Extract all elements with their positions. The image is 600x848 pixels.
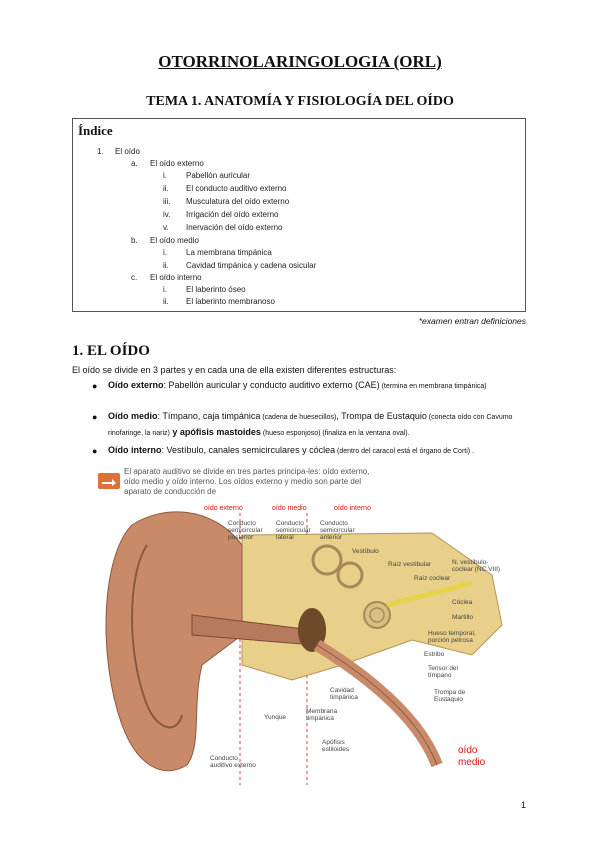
index-item: El oído externo [150,159,204,168]
label-vestibulo: Vestíbulo [352,548,379,555]
label-apofisis: Apófisis estiloides [322,739,350,753]
figure-caption: El aparato auditivo se divide en tres pa… [124,467,370,496]
bullet-label: Oído medio [108,411,158,421]
index-item: Musculatura del oído externo [186,197,290,206]
section-title: 1. EL OÍDO [72,343,150,359]
region-label: oído interno [334,505,371,512]
index-box: Índice 1. El oído a. El oído externo i. … [72,118,526,312]
index-num: i. [163,171,167,180]
bullet-oido-externo: Oído externo: Pabellón auricular y condu… [108,378,538,394]
index-num: ii. [163,297,169,306]
index-item: El oído interno [150,273,202,282]
label-conducto-auditivo: Conducto auditivo externo [210,755,256,769]
bullet-note: (dentro del caracol está el órgano de Co… [335,448,474,455]
label-conducto-posterior: Conducto semicircular posterior [228,520,263,541]
bullet-text: : Pabellón auricular y conducto auditivo… [163,380,380,390]
label-hueso-temporal: Hueso temporal, porción petrosa [428,630,476,644]
index-title: Índice [78,123,113,138]
bullet-note: (hueso esponjoso) (finaliza en la ventan… [260,430,410,437]
index-num: a. [131,159,138,168]
label-cavidad: Cavidad timpánica [330,687,358,701]
bullet-dot: ● [92,412,98,422]
label-oido-medio-red: oído medio [458,745,486,768]
bullet-text: , Trompa de Eustaquio [336,411,427,421]
label-coclea: Cóclea [452,599,473,606]
label-trompa: Trompa de Eustaquio [434,689,466,703]
index-item: La membrana timpánica [186,248,272,257]
bullet-note: (conecta oído con Cavumo rinofaringe, la… [108,414,513,437]
page-title: OTORRINOLARINGOLOGIA (ORL) [158,52,442,71]
index-num: 1. [97,147,104,156]
index-item: El conducto auditivo externo [186,184,287,193]
index-num: iii. [163,197,171,206]
label-martillo: Martillo [452,614,473,621]
index-num: iv. [163,210,171,219]
index-num: i. [163,285,167,294]
region-label: oído medio [272,505,307,512]
bullet-text: : Vestíbulo, canales semicirculares y có… [161,445,336,455]
label-tensor: Tensor del tímpano [428,665,458,679]
index-item: Cavidad timpánica y cadena osicular [186,261,317,270]
index-num: i. [163,248,167,257]
label-estribo: Estribo [424,651,445,658]
index-item: El laberinto óseo [186,285,246,294]
index-num: b. [131,236,138,245]
label-membrana: Membrana timpánica [306,708,338,722]
label-conducto-anterior: Conducto semicircular anterior [320,520,355,541]
index-item: Inervación del oído externo [186,223,283,232]
index-item: El oído medio [150,236,199,245]
page-number: 1 [520,800,526,810]
index-item: Pabellón auricular [186,171,251,180]
label-raiz-vestibular: Raíz vestibular [388,561,431,568]
bullet-dot: ● [92,381,98,391]
bullet-dot: ● [92,446,98,456]
bullet-note: (cadena de huesecillos) [260,414,337,421]
bullet-label: Oído interno [108,445,162,455]
index-item: El laberinto membranoso [186,297,275,306]
hand-pointer-icon [98,473,120,489]
label-conducto-lateral: Conducto semicircular lateral [276,520,311,541]
label-n-vestibulococlear: N. vestíbulo-coclear (NC VIII) [452,559,501,573]
region-label: oído externo [204,505,243,512]
label-yunque: Yunque [264,714,287,721]
label-raiz-coclear: Raíz coclear [414,575,451,582]
bullet-oido-interno: Oído interno: Vestíbulo, canales semicir… [108,443,538,459]
bullet-label: Oído externo [108,380,164,390]
bullet-text: y apófisis mastoides [169,427,261,437]
ear-anatomy-figure: El aparato auditivo se divide en tres pa… [92,465,512,785]
bullet-text: : Tímpano, caja timpánica [157,411,261,421]
index-num: c. [131,273,138,282]
bullet-oido-medio: Oído medio: Tímpano, caja timpánica (cad… [108,409,538,441]
index-num: ii. [163,184,169,193]
index-num: v. [163,223,169,232]
section-intro: El oído se divide en 3 partes y en cada … [72,365,397,375]
exam-note: *examen entran definiciones [418,316,526,326]
bullet-note: (termina en membrana timpánica) [379,383,487,390]
index-item: Irrigación del oído externo [186,210,279,219]
index-num: ii. [163,261,169,270]
page-subtitle: TEMA 1. ANATOMÍA Y FISIOLOGÍA DEL OÍDO [146,94,454,109]
ear-illustration [105,511,503,785]
index-item: El oído [115,147,140,156]
